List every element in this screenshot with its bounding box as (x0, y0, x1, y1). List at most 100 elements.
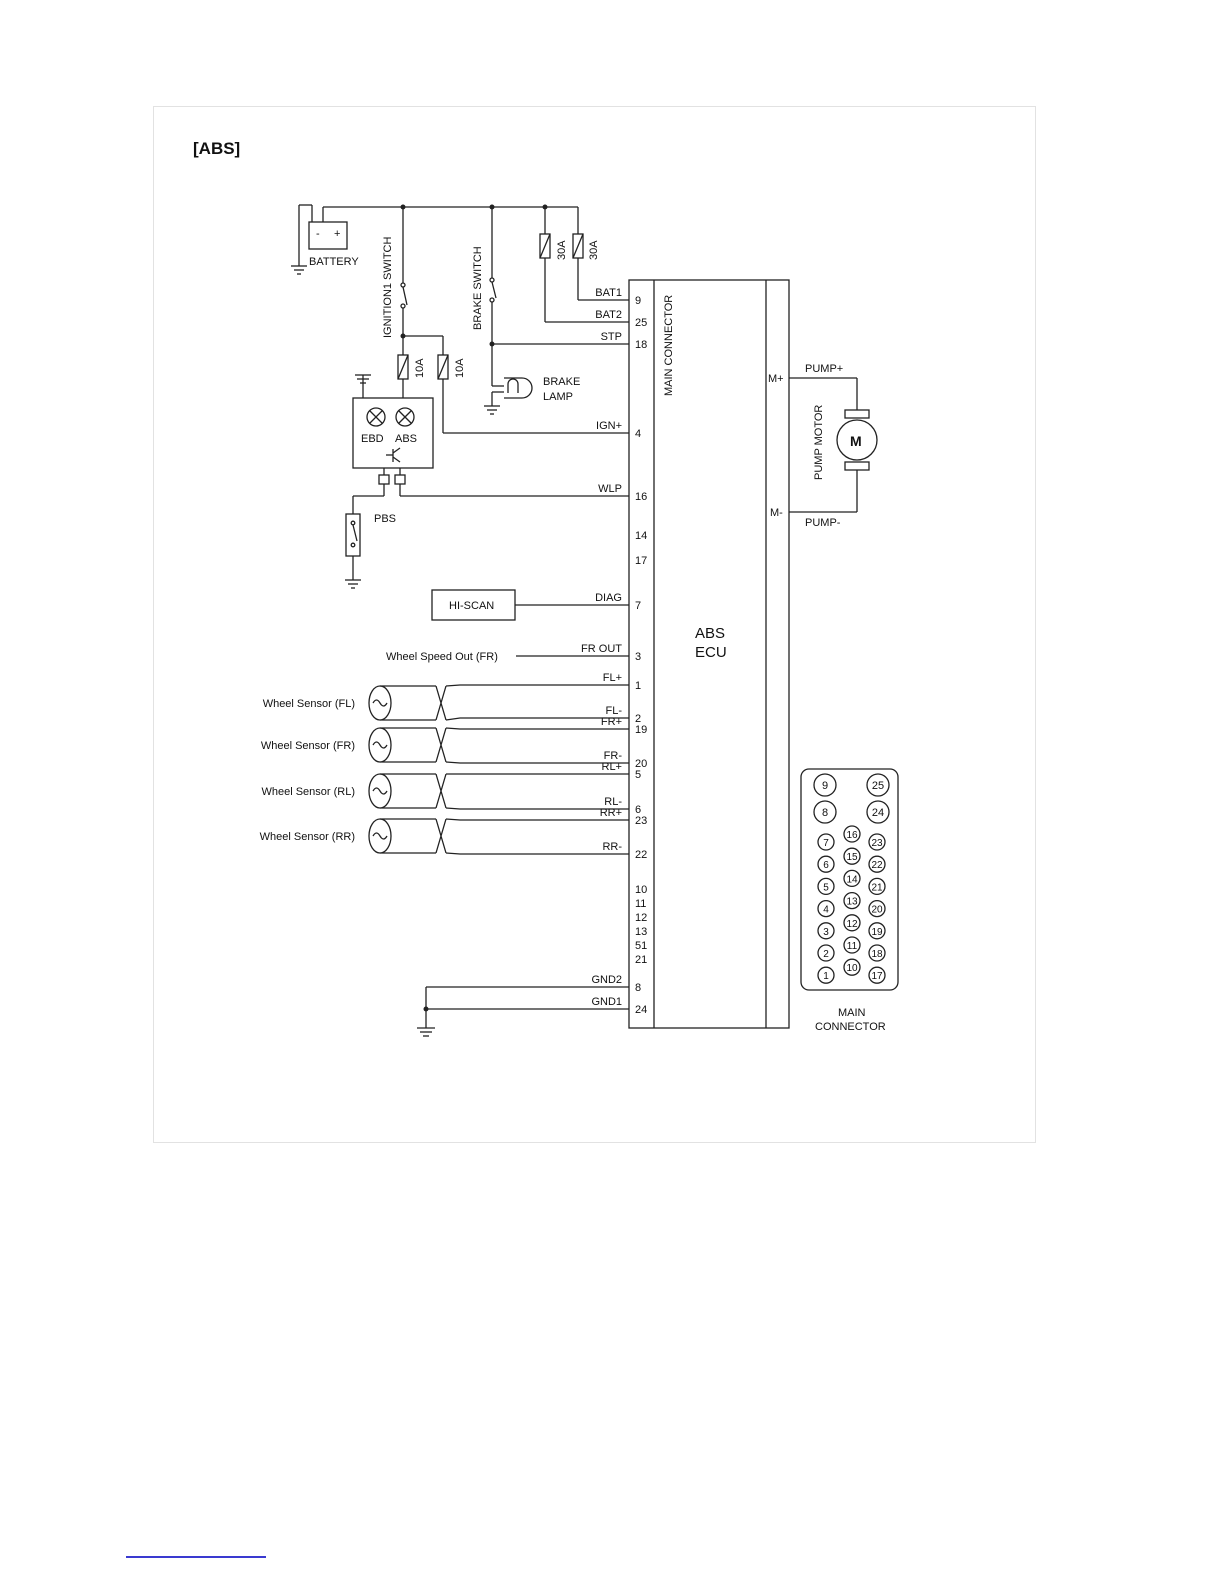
connector-pin-label: 16 (846, 830, 858, 841)
connector-pin: 8 (813, 800, 837, 824)
connector-pin-label: 22 (871, 860, 883, 871)
connector-pin-label: 21 (871, 882, 883, 893)
fuse-10a-label-1: 10A (414, 358, 426, 378)
ecu-pin-number: 9 (635, 295, 641, 307)
ecu-pin-number: 18 (635, 339, 647, 351)
wheel-sensor-label: Wheel Sensor (RL) (261, 786, 355, 798)
ignition-switch: IGNITION1 SWITCH (382, 207, 443, 339)
abs-ecu: MAIN CONNECTOR ABS ECU (628, 279, 790, 1029)
sensor-coil-icon (368, 773, 392, 809)
top-power-bus (323, 204, 578, 210)
connector-pin-label: 13 (846, 897, 858, 908)
diagram-frame (153, 106, 1036, 1143)
connector-pin: 6 (817, 855, 835, 873)
battery: - + BATTERY (291, 204, 359, 275)
signal-label: IGN+ (596, 420, 622, 432)
fuse-10a-label-2: 10A (454, 358, 466, 378)
connector-pin-label: 7 (823, 838, 829, 849)
footer-link-underline[interactable] (126, 1556, 266, 1558)
connector-pin-label: 20 (871, 905, 883, 916)
ecu-pin-number: 3 (635, 651, 641, 663)
connector-pin-label: 9 (822, 780, 828, 792)
connector-pin-label: 2 (823, 949, 829, 960)
ecu-pin-number: 17 (635, 555, 647, 567)
signal-label: RR+ (600, 807, 622, 819)
connector-pin: 11 (843, 936, 861, 954)
connector-pin: 24 (866, 800, 890, 824)
sensor-coil-icon (368, 685, 392, 721)
fuses-10a: 10A 10A (397, 336, 629, 434)
fuses-30a: 30A 30A (539, 207, 629, 323)
signal-label: FR OUT (581, 643, 622, 655)
connector-pin: 7 (817, 833, 835, 851)
signal-label: FL+ (603, 672, 622, 684)
fuse-30a-label-1: 30A (556, 240, 568, 260)
connector-pin-label: 17 (871, 971, 883, 982)
brake-switch: BRAKE SWITCH (472, 207, 629, 347)
connector-pin: 2 (817, 944, 835, 962)
ecu-label-1: ABS (695, 625, 725, 642)
ecu-pin-number: 5 (635, 769, 641, 781)
transistor-icon (386, 447, 401, 463)
connector-pin-label: 14 (846, 874, 858, 885)
ecu-pin-number: 22 (635, 849, 647, 861)
diagram-title: [ABS] (193, 139, 241, 158)
connector-pin-label: 8 (822, 807, 828, 819)
ecu-pin-number: 14 (635, 530, 647, 542)
connector-pin: 19 (868, 922, 886, 940)
connector-pin-label: 11 (847, 941, 858, 952)
connector-pin: 5 (817, 877, 835, 896)
brake-lamp-label-1: BRAKE (543, 376, 580, 388)
connector-pin: 12 (843, 914, 861, 932)
m-minus-label: M- (770, 507, 783, 519)
ecu-pin-number: 16 (635, 491, 647, 503)
connector-pin: 9 (813, 773, 837, 797)
connector-pin-label: 23 (871, 838, 883, 849)
connector-pin-label: 10 (846, 963, 858, 974)
ecu-pin-number: 13 (635, 926, 647, 938)
signal-label: BAT2 (595, 309, 622, 321)
wheel-sensor: Wheel Sensor (RR) (260, 818, 629, 855)
connector-pin-label: 5 (823, 882, 829, 893)
ecu-pin-number: 21 (635, 954, 647, 966)
connector-pin-label: 15 (846, 852, 858, 863)
connector-pin: 13 (843, 891, 861, 910)
connector-pin: 15 (843, 847, 861, 865)
ecu-pin-number: 4 (635, 428, 641, 440)
wheel-sensor: Wheel Sensor (RL) (261, 773, 629, 810)
signal-label: RR- (602, 841, 622, 853)
battery-label: BATTERY (309, 256, 359, 268)
ebd-label: EBD (361, 433, 384, 445)
wheel-sensor: Wheel Sensor (FR) (261, 727, 629, 764)
signal-label: RL+ (602, 761, 623, 773)
sensor-coil-icon (368, 818, 392, 854)
ecu-pin-number: 6 (635, 804, 641, 816)
m-plus-label: M+ (768, 373, 784, 385)
fuse-30a-label-2: 30A (588, 240, 600, 260)
wheel-sensor-label: Wheel Sensor (FL) (263, 698, 355, 710)
battery-minus: - (316, 228, 320, 240)
wheel-sensor-label: Wheel Sensor (RR) (260, 831, 355, 843)
wheel-sensor: Wheel Sensor (FL) (263, 684, 629, 721)
signal-label: DIAG (595, 592, 622, 604)
connector-pin-label: 18 (871, 949, 883, 960)
ecu-pin-number: 24 (635, 1004, 647, 1016)
motor-symbol: M (850, 433, 862, 449)
signal-label: FR+ (601, 716, 622, 728)
abs-label: ABS (395, 433, 417, 445)
ecu-pin-number: 8 (635, 982, 641, 994)
brake-lamp: BRAKE LAMP (484, 344, 580, 415)
ecu-label-2: ECU (695, 644, 727, 661)
ecu-pin-number: 19 (635, 724, 647, 736)
ecu-ground (417, 986, 629, 1037)
signal-label: WLP (598, 483, 622, 495)
ecu-pin-number: 51 (635, 940, 647, 952)
hi-scan-label: HI-SCAN (449, 600, 494, 612)
connector-pin-label: 4 (823, 905, 829, 916)
connector-pin: 22 (868, 855, 886, 873)
battery-plus: + (334, 228, 340, 240)
ignition-switch-label: IGNITION1 SWITCH (382, 237, 394, 339)
